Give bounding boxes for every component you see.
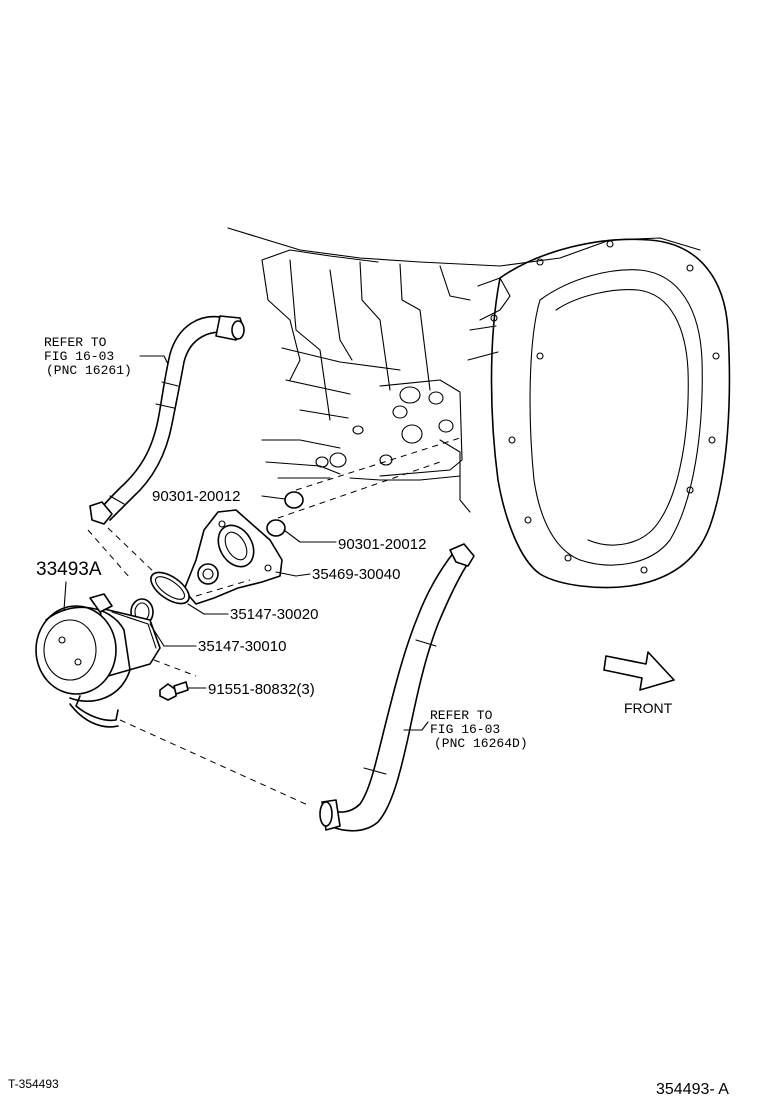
front-label: FRONT bbox=[624, 700, 673, 716]
oil-cooler-assembly bbox=[35, 593, 161, 728]
refer-upper-line1: REFER TO bbox=[44, 335, 107, 350]
part-label-bolt: 91551-80832(3) bbox=[208, 681, 315, 698]
footer-left-code: T-354493 bbox=[8, 1077, 59, 1091]
part-label-oring-small: 35147-30010 bbox=[198, 638, 286, 655]
gasket-rings bbox=[266, 491, 304, 537]
refer-upper-line2: FIG 16-03 bbox=[44, 349, 114, 364]
part-label-33493a: 33493A bbox=[36, 559, 102, 580]
leader-lines bbox=[63, 355, 429, 731]
part-label-oring-large: 35147-30020 bbox=[230, 606, 318, 623]
upper-cooler-hose bbox=[89, 315, 245, 525]
refer-lower-line1: REFER TO bbox=[430, 708, 493, 723]
o-rings bbox=[130, 571, 190, 626]
alignment-lines bbox=[87, 437, 461, 807]
refer-lower-line2: FIG 16-03 bbox=[430, 722, 500, 737]
refer-lower-line3: (PNC 16264D) bbox=[434, 736, 528, 751]
refer-upper-line3: (PNC 16261) bbox=[46, 363, 132, 378]
part-label-gasket-lower: 90301-20012 bbox=[338, 536, 426, 553]
cooler-adapter-plate bbox=[183, 509, 283, 605]
part-label-adapter: 35469-30040 bbox=[312, 566, 400, 583]
lower-cooler-hose bbox=[319, 543, 475, 832]
front-arrow-icon bbox=[603, 651, 675, 691]
bolt bbox=[159, 681, 189, 701]
transmission-housing bbox=[227, 227, 731, 589]
footer-right-code: 354493- A bbox=[656, 1081, 729, 1098]
part-label-gasket-upper: 90301-20012 bbox=[152, 488, 240, 505]
